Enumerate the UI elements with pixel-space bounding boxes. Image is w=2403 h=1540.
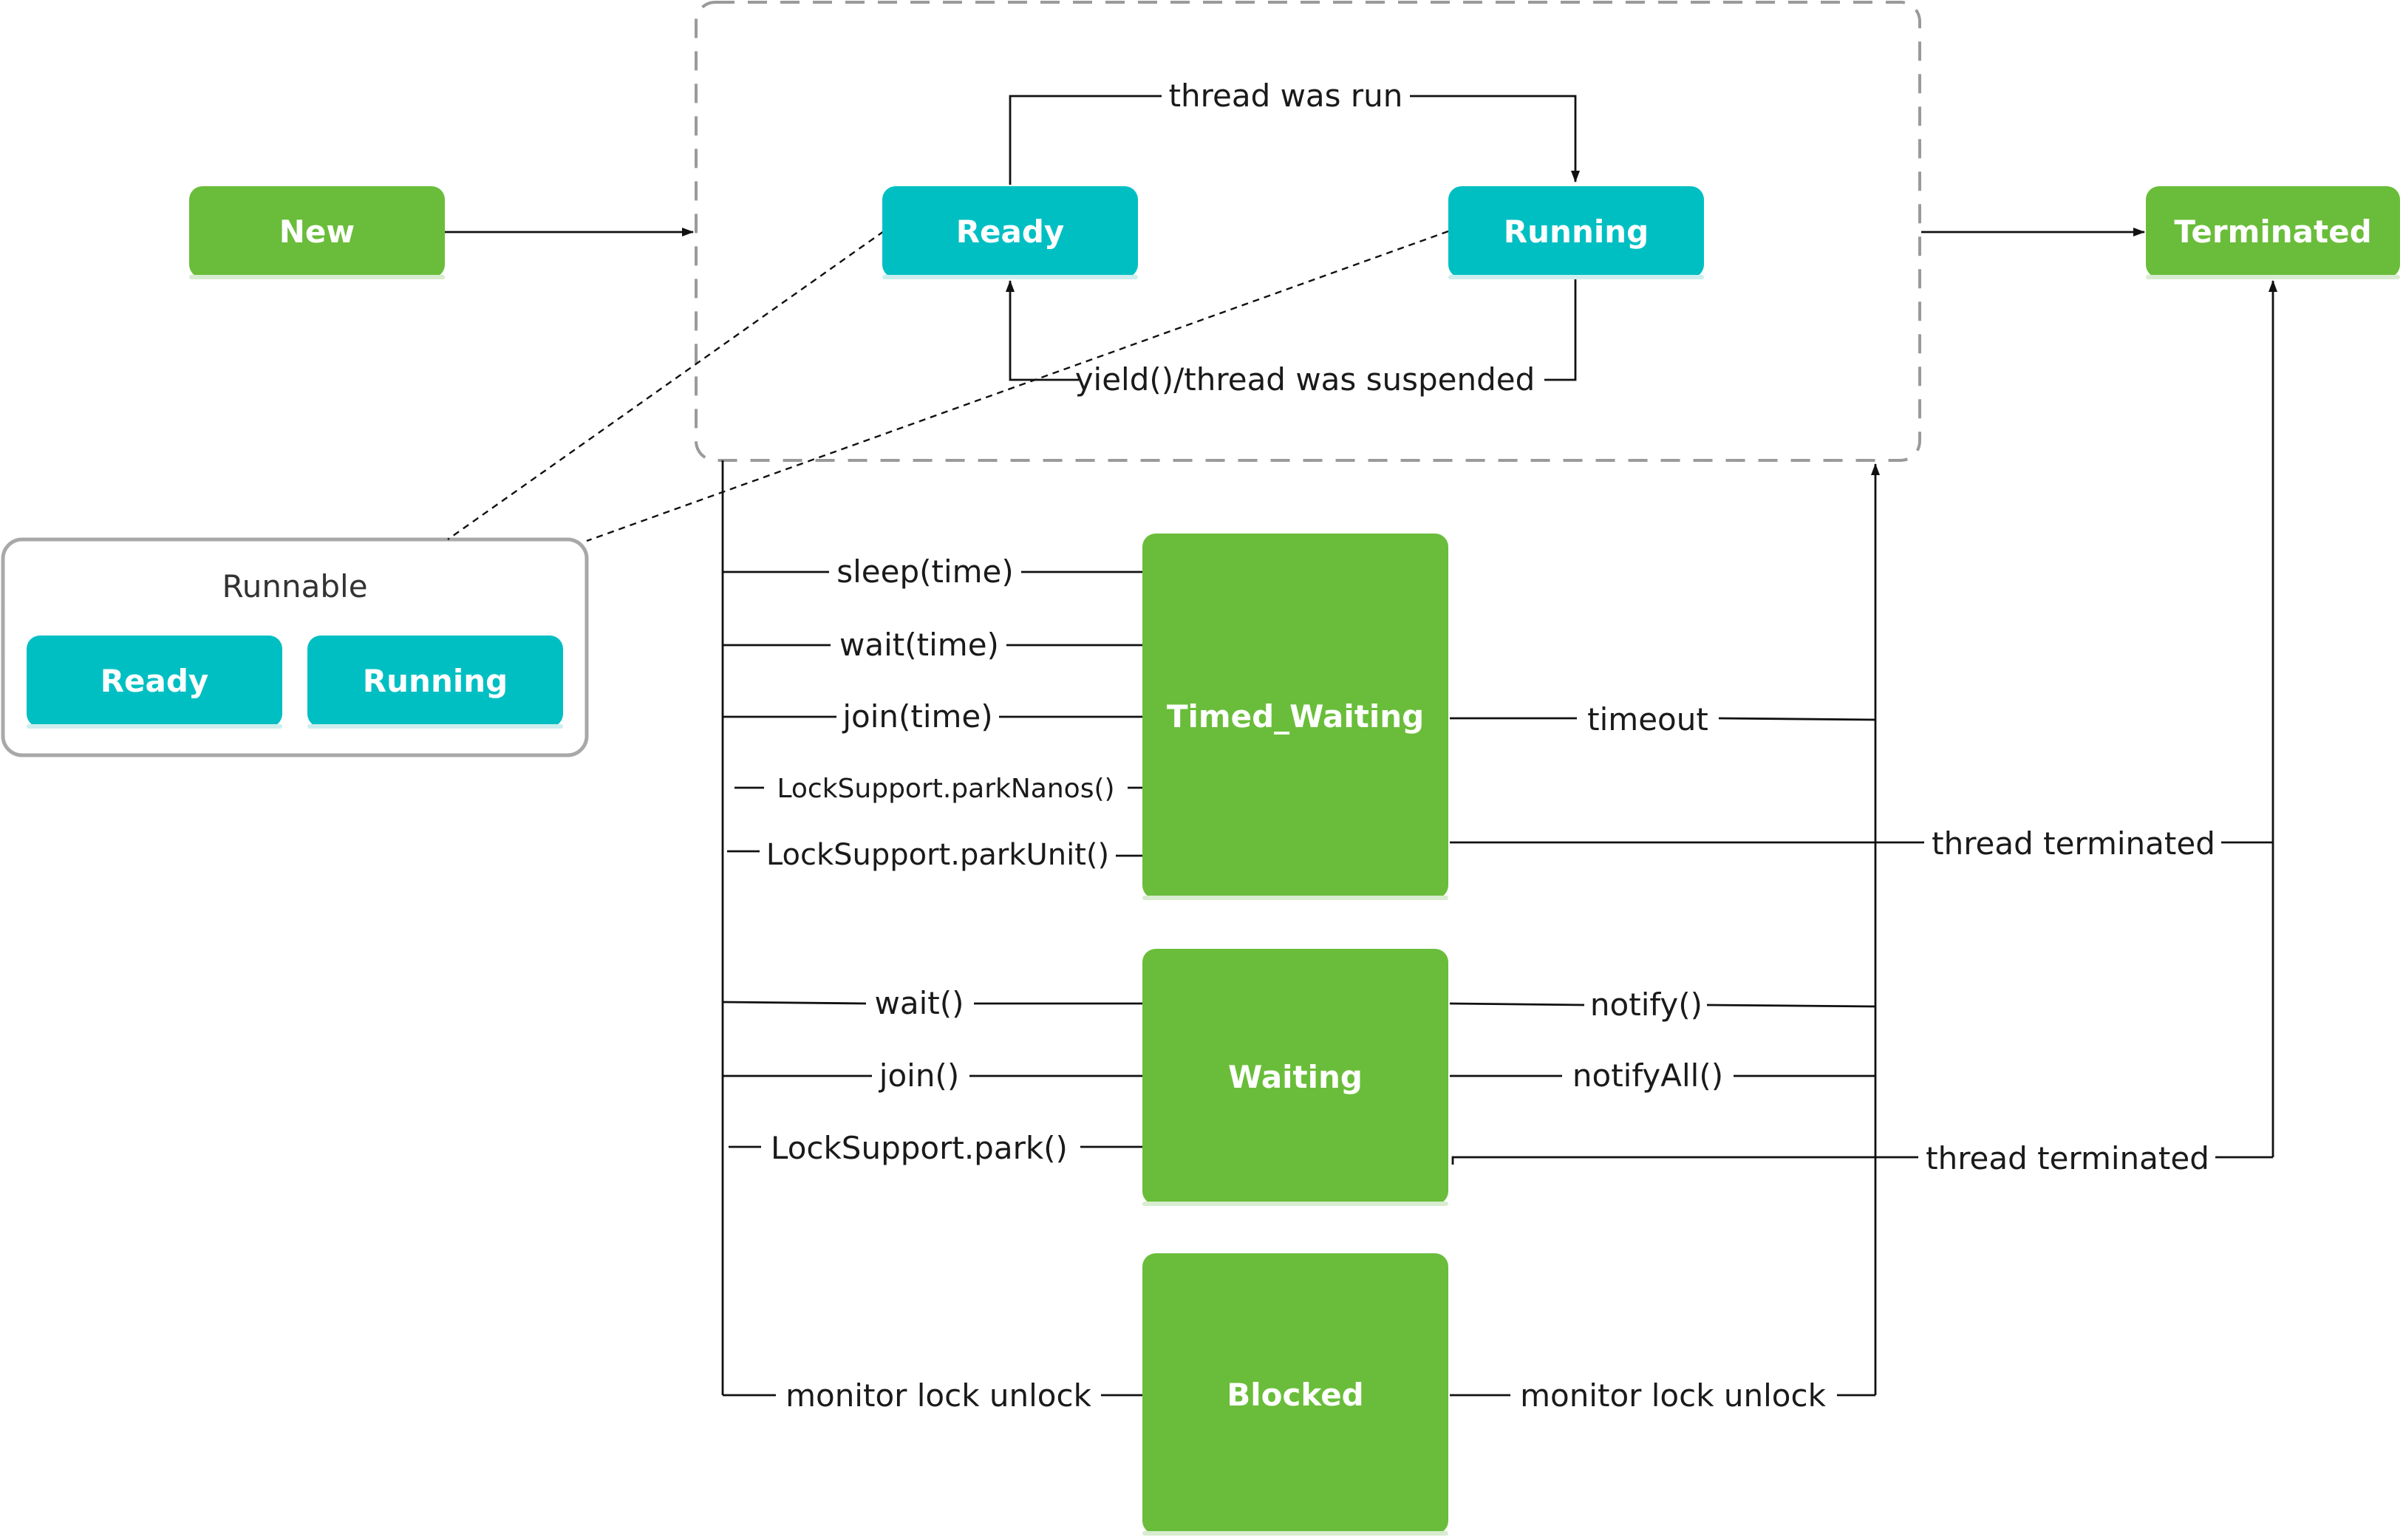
legend-running-label: Running (363, 663, 508, 699)
label-parkunit: LockSupport.parkUnit() (766, 838, 1109, 872)
legend-link-ready (447, 231, 884, 540)
label-sleep-time: sleep(time) (836, 553, 1014, 590)
state-waiting: Waiting (1142, 949, 1448, 1206)
state-running: Running (1448, 186, 1704, 279)
edge-notify-a (1449, 1002, 1585, 1006)
edge-ready-to-running (1009, 95, 1162, 185)
label-park: LockSupport.park() (771, 1130, 1068, 1166)
runnable-frame (695, 1, 1921, 462)
edge-notify-b (1706, 1004, 1876, 1008)
label-monitor-lock-unlock-in: monitor lock unlock (785, 1377, 1092, 1414)
edge-wait-a (722, 1001, 867, 1005)
edge-timeout-b (1718, 717, 1876, 721)
label-timeout: timeout (1587, 701, 1708, 737)
state-terminated-label: Terminated (2174, 214, 2371, 250)
state-waiting-label: Waiting (1228, 1059, 1363, 1095)
state-new-label: New (279, 214, 355, 250)
label-thread-was-run: thread was run (1169, 78, 1403, 114)
legend-ready: Ready (27, 636, 282, 729)
edge-running-to-ready (1544, 279, 1577, 381)
state-ready: Ready (882, 186, 1138, 279)
label-join: join() (879, 1057, 959, 1094)
state-new: New (189, 186, 445, 279)
label-notifyall: notifyAll() (1572, 1057, 1723, 1094)
state-running-label: Running (1504, 214, 1649, 250)
label-notify: notify() (1590, 987, 1702, 1023)
runnable-legend-title: Runnable (222, 568, 367, 604)
state-terminated: Terminated (2146, 186, 2400, 279)
legend-ready-label: Ready (100, 663, 209, 699)
label-join-time: join(time) (842, 698, 992, 735)
state-timed-waiting-label: Timed_Waiting (1167, 698, 1424, 735)
label-thread-terminated-2: thread terminated (1926, 1140, 2209, 1176)
state-blocked-label: Blocked (1227, 1377, 1364, 1413)
label-parknanos: LockSupport.parkNanos() (777, 774, 1114, 804)
label-yield-suspended: yield()/thread was suspended (1075, 361, 1535, 398)
state-ready-label: Ready (956, 214, 1065, 250)
edge-running-to-ready-tail (1006, 280, 1080, 381)
label-wait-time: wait(time) (839, 627, 999, 663)
label-wait: wait() (875, 985, 964, 1021)
edge-w-terminated-a (1451, 1156, 1918, 1165)
state-blocked: Blocked (1142, 1253, 1448, 1536)
legend-running: Running (307, 636, 563, 729)
state-timed-waiting: Timed_Waiting (1142, 534, 1448, 900)
edge-ready-to-running-tail (1410, 95, 1580, 183)
label-monitor-lock-unlock-out: monitor lock unlock (1520, 1377, 1827, 1414)
label-thread-terminated-1: thread terminated (1932, 825, 2215, 862)
legend-link-running (586, 230, 1449, 542)
